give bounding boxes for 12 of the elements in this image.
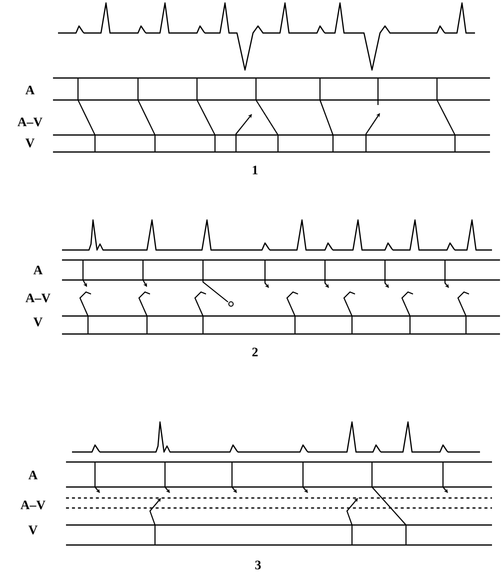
row-label: A [25, 86, 35, 94]
row-label: V [25, 138, 35, 148]
panel-number: 1 [252, 166, 258, 174]
row-label: A–V [18, 118, 42, 126]
row-label: V [33, 318, 43, 326]
row-label: A [33, 266, 43, 274]
row-label: A–V [20, 500, 46, 510]
panel-number: 3 [255, 560, 261, 570]
panel-number: 2 [252, 348, 258, 356]
row-label: A–V [26, 294, 50, 302]
row-label: V [28, 526, 38, 534]
row-label: A [28, 470, 38, 480]
